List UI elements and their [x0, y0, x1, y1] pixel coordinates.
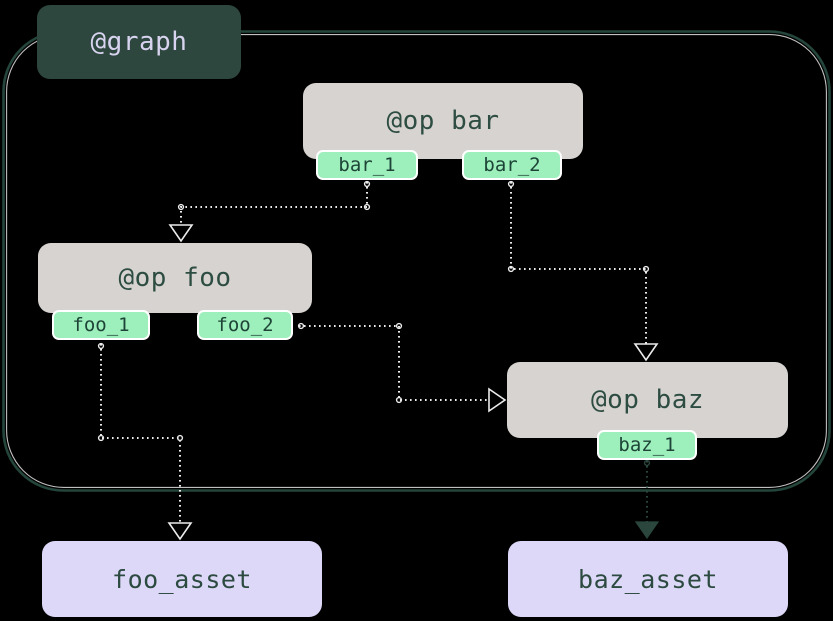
op-foo-label: @op foo [118, 263, 232, 293]
output-tag-foo-2-label: foo_2 [216, 314, 274, 336]
op-node-foo: @op foo [38, 243, 312, 313]
asset-foo-label: foo_asset [112, 564, 252, 594]
arrowhead-down-foo-asset [167, 522, 193, 541]
output-tag-foo-1: foo_1 [52, 310, 150, 340]
graph-boundary-outline [2, 30, 831, 492]
edge-foo2-to-op-baz [297, 322, 507, 413]
output-tag-foo-1-label: foo_1 [72, 314, 130, 336]
op-bar-label: @op bar [386, 106, 500, 136]
op-node-baz: @op baz [507, 362, 788, 438]
output-tag-bar-1: bar_1 [316, 150, 418, 180]
graph-title-box: @graph [37, 5, 241, 79]
graph-boundary-inner-highlight [6, 34, 827, 488]
graph-title-label: @graph [90, 27, 188, 57]
output-tag-bar-2: bar_2 [462, 150, 562, 180]
edge-bar1-to-op-foo [168, 180, 371, 243]
output-tag-bar-2-label: bar_2 [483, 154, 541, 176]
output-tag-baz-1: baz_1 [597, 430, 697, 460]
edge-bar2-to-op-baz [507, 180, 659, 362]
asset-node-foo: foo_asset [42, 541, 322, 617]
arrowhead-down-op-baz [633, 343, 659, 362]
asset-baz-label: baz_asset [578, 564, 718, 594]
arrowhead-down-baz-asset [634, 521, 660, 540]
output-tag-baz-1-label: baz_1 [618, 434, 676, 456]
arrowhead-right-op-baz [488, 387, 507, 413]
arrowhead-down-op-foo [168, 224, 194, 243]
edge-foo1-to-foo-asset [97, 342, 193, 541]
op-node-bar: @op bar [303, 83, 583, 159]
asset-node-baz: baz_asset [508, 541, 788, 617]
output-tag-foo-2: foo_2 [197, 310, 293, 340]
edge-baz1-to-baz-asset [634, 459, 660, 540]
output-tag-bar-1-label: bar_1 [338, 154, 396, 176]
op-baz-label: @op baz [590, 385, 705, 415]
